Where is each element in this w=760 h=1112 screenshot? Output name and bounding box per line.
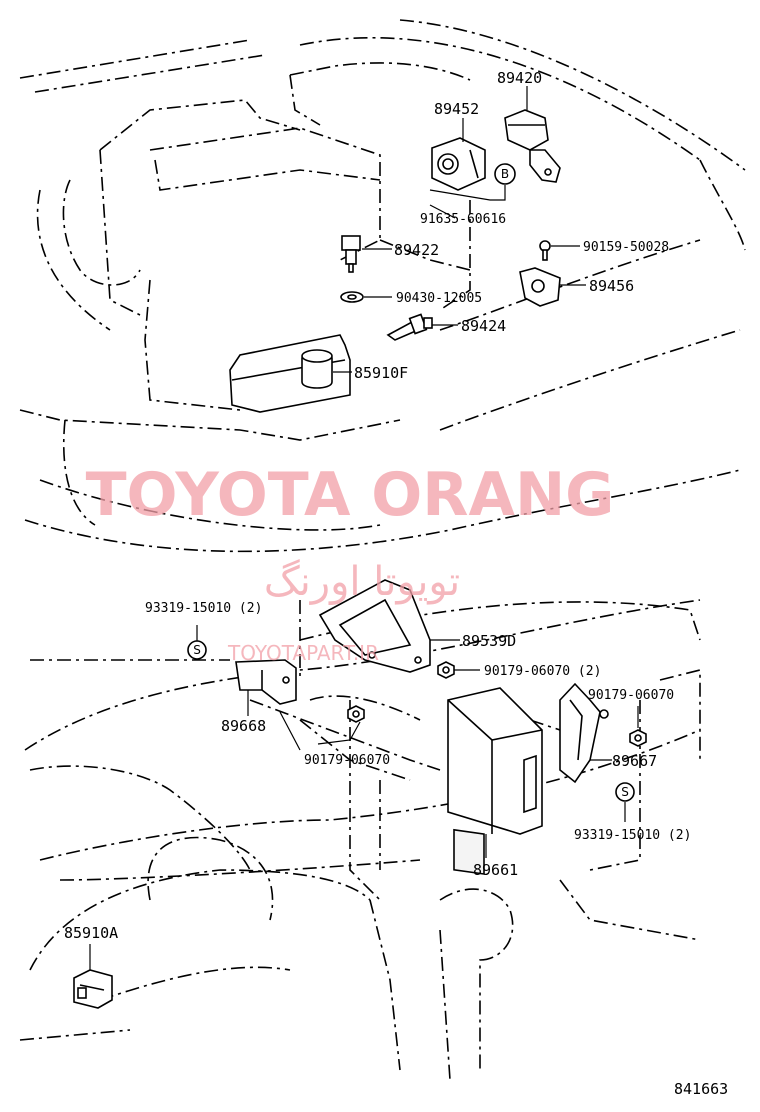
part-labels: 89420 89452 91635-60616 89422 90159-5002… (64, 69, 728, 1098)
label-90159-50028: 90159-50028 (583, 240, 669, 255)
part-85910A-connector (73, 969, 113, 1009)
label-91635-60616: 91635-60616 (420, 212, 506, 227)
watermark-persian: تویوتا اورنگ (264, 559, 460, 605)
label-89668: 89668 (221, 717, 266, 735)
label-89456: 89456 (589, 277, 634, 295)
label-89420: 89420 (497, 69, 542, 87)
watermark-url: TOYOTAPART.IR (227, 641, 379, 665)
label-85910F: 85910F (354, 364, 408, 382)
callout-s-left: S (187, 640, 207, 660)
part-89539D-bracket (318, 579, 431, 673)
callout-s-left-label: S (193, 643, 201, 657)
label-89422: 89422 (394, 241, 439, 259)
watermark: TOYOTA ORANG تویوتا اورنگ TOYOTAPART.IR (86, 460, 615, 665)
part-90179-nut-lower (347, 705, 365, 723)
part-89456-sensor (519, 267, 561, 307)
leader-lines (89, 86, 639, 970)
callout-s-right-label: S (621, 785, 629, 799)
part-89422-sensor (341, 235, 361, 273)
part-90179-nut-upper (437, 661, 455, 679)
label-89452: 89452 (434, 100, 479, 118)
part-89420-sensor (504, 109, 561, 183)
label-93319-15010-left: 93319-15010 (2) (145, 601, 262, 616)
label-89667: 89667 (612, 752, 657, 770)
part-89424-sensor (386, 313, 433, 341)
part-90430-gasket (340, 291, 364, 303)
label-90430-12005: 90430-12005 (396, 291, 482, 306)
label-90179-06070-right: 90179-06070 (588, 688, 674, 703)
part-89661-ecu (447, 687, 543, 875)
label-89424: 89424 (461, 317, 506, 335)
part-89452-sensor (431, 137, 486, 191)
label-89539D: 89539D (462, 632, 516, 650)
callout-b-label: B (501, 167, 509, 181)
callout-b: B (494, 163, 516, 185)
label-85910A: 85910A (64, 924, 118, 942)
callout-s-right: S (615, 782, 635, 802)
part-90179-nut-right (629, 729, 647, 747)
diagram-code: 841663 (674, 1080, 728, 1098)
label-90179-06070-upper: 90179-06070 (2) (484, 664, 601, 679)
part-85910F-tank (229, 334, 351, 413)
label-89661: 89661 (473, 861, 518, 879)
vehicle-outline (19, 19, 746, 1081)
label-90179-06070-lower: 90179-06070 (304, 753, 390, 768)
part-89668-bracket (235, 659, 297, 705)
part-90159-screw (539, 240, 551, 261)
part-89667-bracket (559, 682, 609, 784)
label-93319-15010-right: 93319-15010 (2) (574, 828, 691, 843)
watermark-brand: TOYOTA ORANG (86, 460, 615, 530)
